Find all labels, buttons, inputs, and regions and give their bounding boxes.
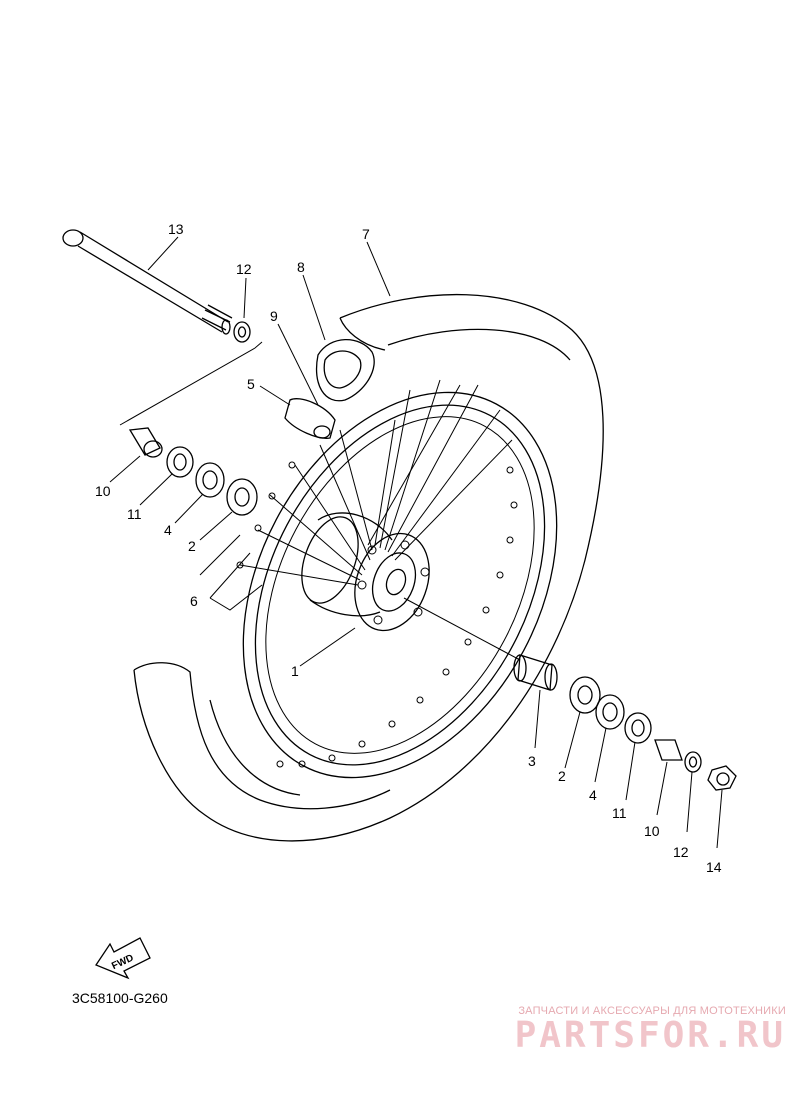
callout-8: 8 [297, 259, 305, 275]
callout-12-right: 12 [673, 844, 689, 860]
callout-12-left: 12 [236, 261, 252, 277]
fwd-arrow-icon: FWD [95, 937, 151, 980]
callout-11-right: 11 [612, 805, 627, 821]
spoke-nipples [236, 461, 296, 569]
callout-labels: 13 12 8 7 9 5 10 11 4 2 6 1 3 2 4 11 10 … [95, 221, 722, 875]
right-side-parts [403, 597, 737, 791]
hub [301, 512, 430, 632]
callout-1: 1 [291, 663, 299, 679]
left-side-parts [119, 321, 263, 516]
callout-4-right: 4 [589, 787, 597, 803]
rim-band-and-tube [284, 339, 375, 439]
watermark: ЗАПЧАСТИ И АКСЕССУАРЫ ДЛЯ МОТОТЕХНИКИ PA… [486, 1005, 786, 1056]
callout-9: 9 [270, 308, 278, 324]
rim [242, 391, 558, 779]
callout-5: 5 [247, 376, 255, 392]
callout-3: 3 [528, 753, 536, 769]
callout-14: 14 [706, 859, 722, 875]
callout-11-left: 11 [127, 506, 142, 522]
watermark-logo: PARTSFOR.RU [514, 1015, 786, 1056]
callout-10-right: 10 [644, 823, 660, 839]
callout-2-left: 2 [188, 538, 196, 554]
callout-2-right: 2 [558, 768, 566, 784]
callout-10-left: 10 [95, 483, 111, 499]
callout-6: 6 [190, 593, 198, 609]
callout-13: 13 [168, 221, 184, 237]
leader-lines [109, 236, 723, 849]
rim-spoke-holes [276, 466, 518, 768]
axle [62, 229, 233, 335]
watermark-tagline: ЗАПЧАСТИ И АКСЕССУАРЫ ДЛЯ МОТОТЕХНИКИ [518, 1005, 786, 1017]
callout-7: 7 [362, 226, 370, 242]
diagram-code: 3C58100-G260 [72, 990, 168, 1006]
fwd-label: FWD [110, 953, 135, 973]
callout-4-left: 4 [164, 522, 172, 538]
tire [133, 293, 604, 842]
spokes [239, 379, 513, 586]
